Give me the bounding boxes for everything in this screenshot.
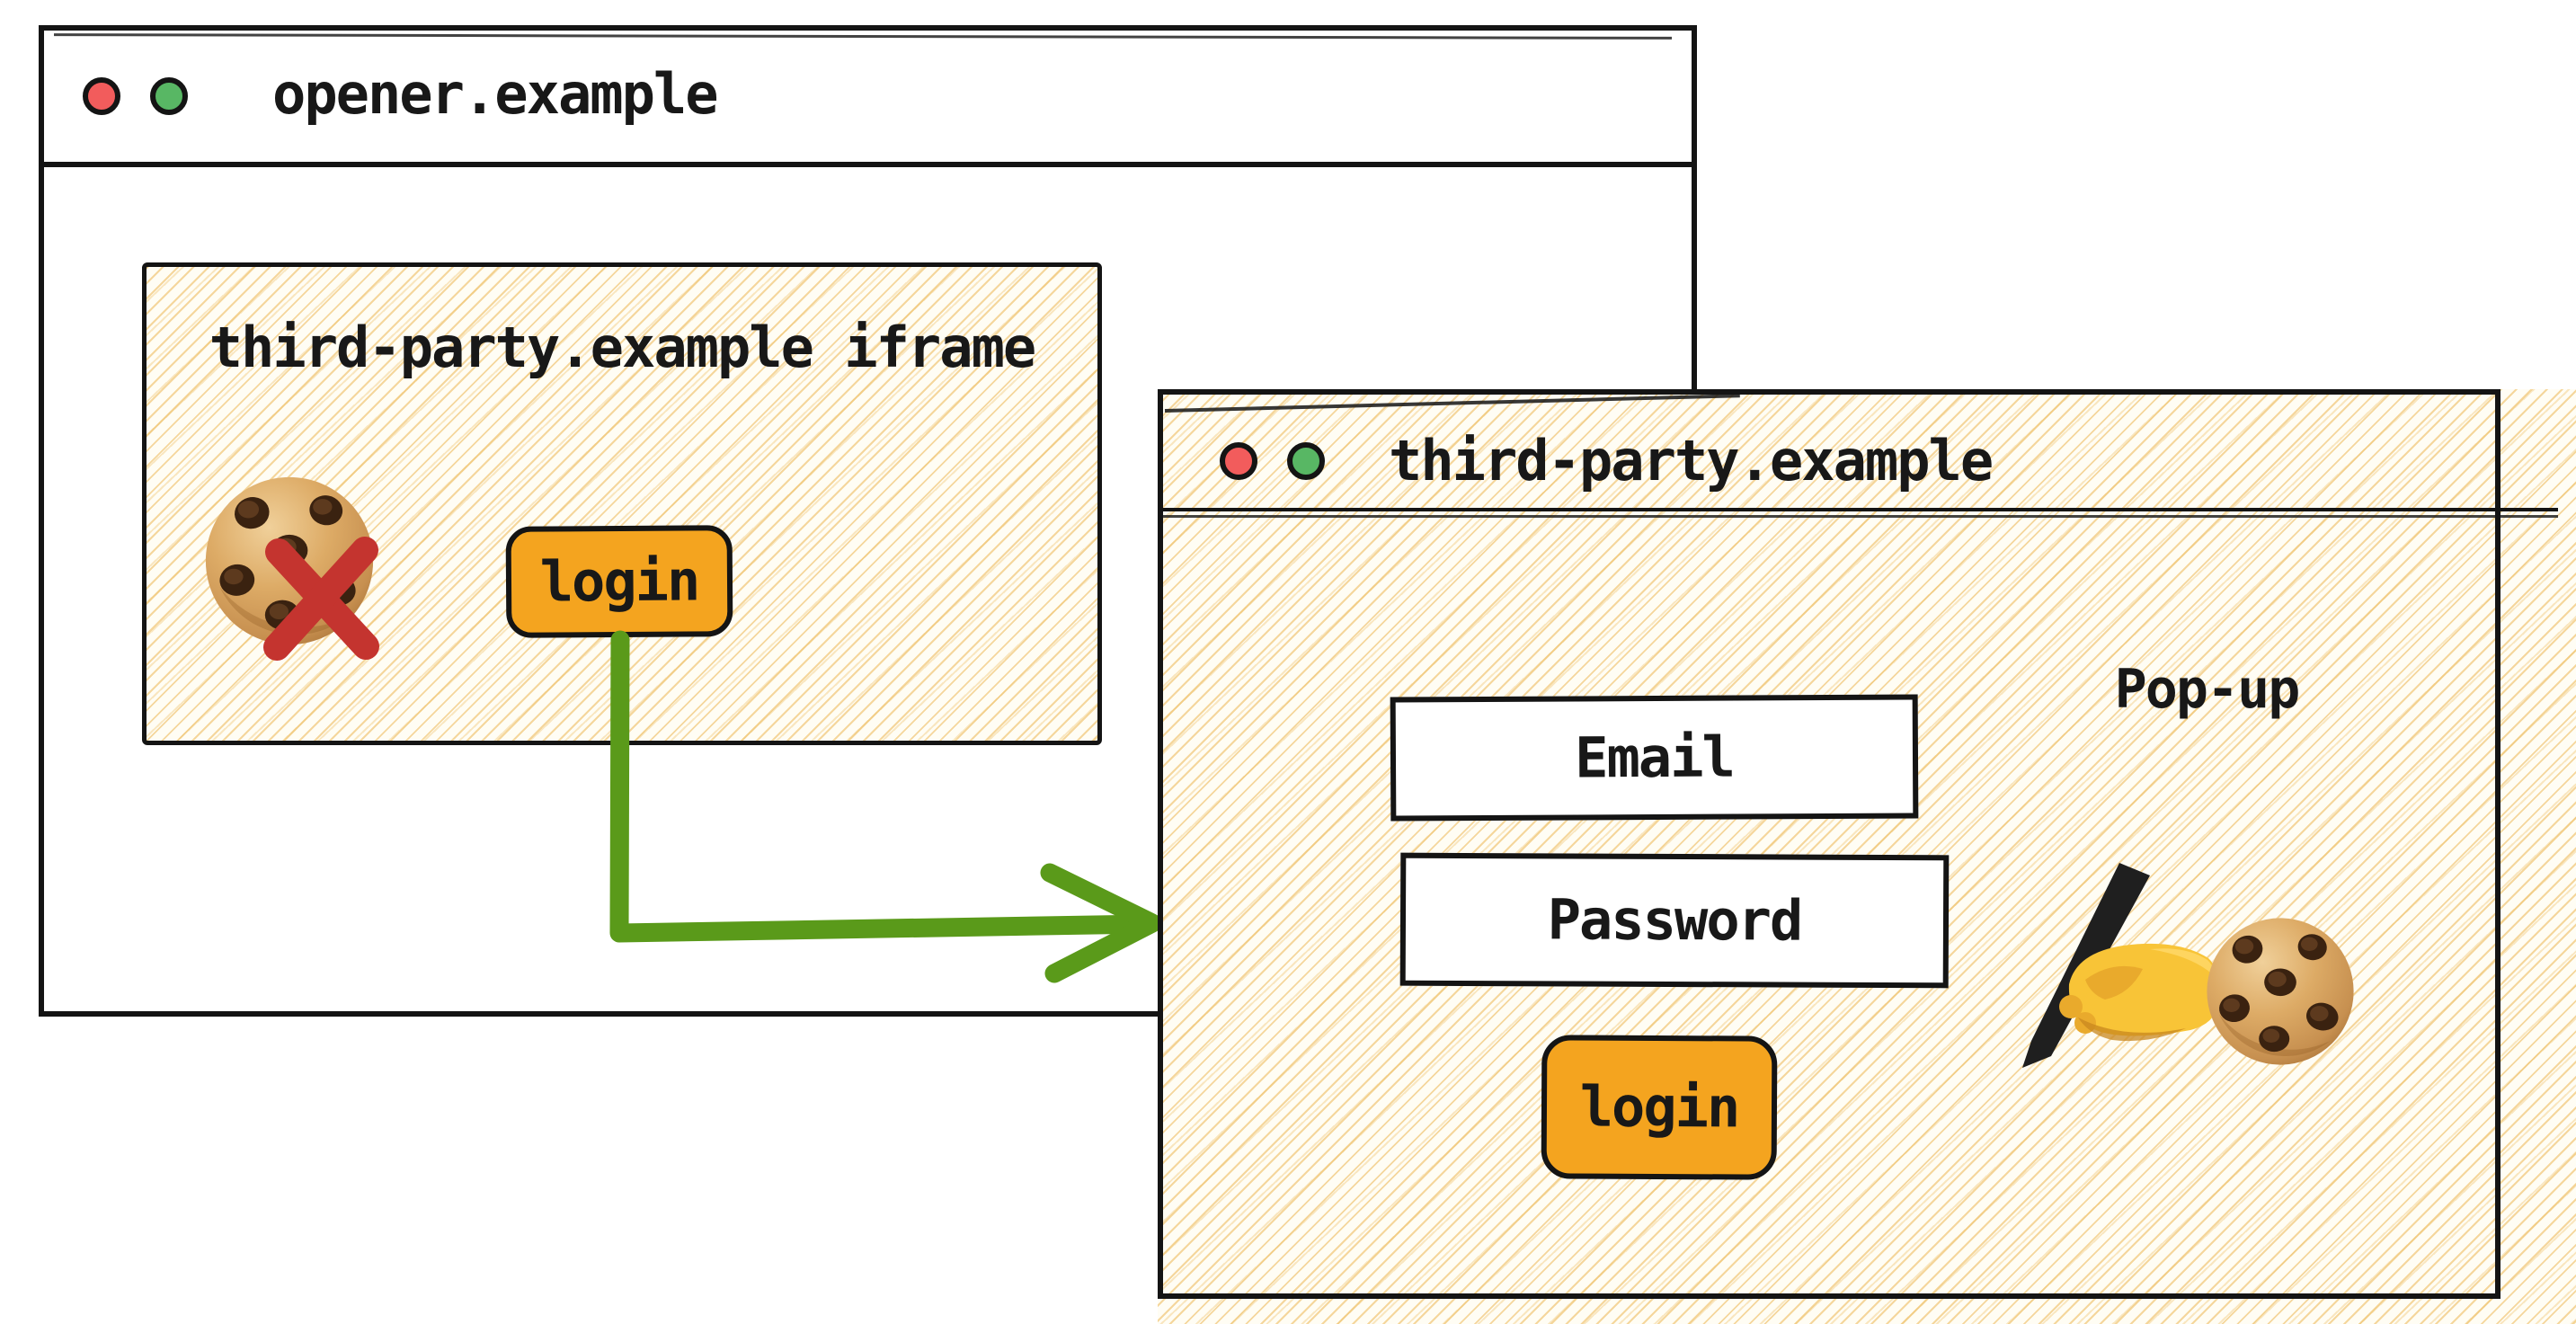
- popup-window-title: third-party.example: [1389, 428, 1994, 493]
- close-button-icon[interactable]: [83, 77, 120, 115]
- popup-login-button[interactable]: login: [1541, 1035, 1778, 1180]
- opener-window-title: opener.example: [272, 61, 719, 127]
- email-field[interactable]: Email: [1390, 694, 1919, 822]
- popup-window-border: [1158, 389, 2500, 1299]
- close-button-icon[interactable]: [1220, 442, 1257, 480]
- popup-label: Pop-up: [2114, 658, 2301, 721]
- iframe-login-button-label: login: [539, 547, 699, 615]
- minimize-button-icon[interactable]: [150, 77, 188, 115]
- password-field-label: Password: [1547, 886, 1802, 954]
- writing-hand-icon: [2022, 863, 2220, 1068]
- minimize-button-icon[interactable]: [1287, 442, 1325, 480]
- popup-login-button-label: login: [1579, 1073, 1739, 1141]
- titlebar-divider: [1159, 508, 2558, 511]
- titlebar-divider: [1159, 515, 2558, 518]
- titlebar-divider: [39, 162, 1697, 167]
- iframe-heading: third-party.example iframe: [209, 315, 1037, 380]
- email-field-label: Email: [1574, 724, 1734, 791]
- password-field[interactable]: Password: [1399, 852, 1950, 989]
- popup-flow-arrow-icon: [609, 630, 1162, 983]
- cookie-icon: [2207, 918, 2354, 1065]
- blocked-x-icon: [263, 537, 379, 661]
